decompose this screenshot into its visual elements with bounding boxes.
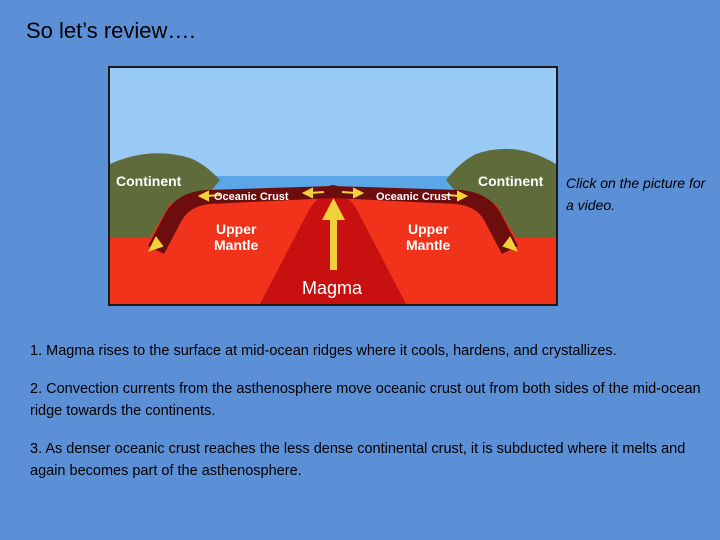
- label-upper-mantle-right-2: Mantle: [406, 237, 451, 253]
- mid-ocean-ridge: [322, 185, 344, 192]
- label-upper-mantle-left-2: Mantle: [214, 237, 259, 253]
- convection-arrows: [148, 187, 518, 252]
- continent-left: [110, 153, 220, 238]
- review-point: 2. Convection currents from the asthenos…: [30, 381, 701, 419]
- magma-rise-arrow: [322, 198, 345, 270]
- review-point: 3. As denser oceanic crust reaches the l…: [30, 441, 686, 479]
- oceanic-crust-right-band: [333, 186, 518, 254]
- label-oceanic-crust-left: Oceanic Crust: [214, 191, 289, 203]
- oceanic-crust-left-band: [148, 186, 333, 254]
- label-upper-mantle-left-1: Upper: [216, 221, 257, 237]
- video-caption: Click on the picture for a video.: [566, 175, 706, 213]
- seafloor-spreading-diagram-video-link[interactable]: Continent Continent Oceanic Crust Oceani…: [108, 66, 558, 306]
- review-points: 1. Magma rises to the surface at mid-oce…: [30, 340, 710, 498]
- label-upper-mantle-right-1: Upper: [408, 221, 449, 237]
- seafloor-spreading-diagram: Continent Continent Oceanic Crust Oceani…: [110, 68, 556, 304]
- label-magma: Magma: [302, 278, 363, 298]
- label-oceanic-crust-right: Oceanic Crust: [376, 191, 451, 203]
- ocean: [150, 176, 516, 192]
- continent-right: [446, 148, 556, 238]
- review-point: 1. Magma rises to the surface at mid-oce…: [30, 343, 617, 359]
- label-continent-left: Continent: [116, 173, 182, 189]
- slide-title: So let’s review….: [26, 18, 196, 43]
- label-continent-right: Continent: [478, 173, 544, 189]
